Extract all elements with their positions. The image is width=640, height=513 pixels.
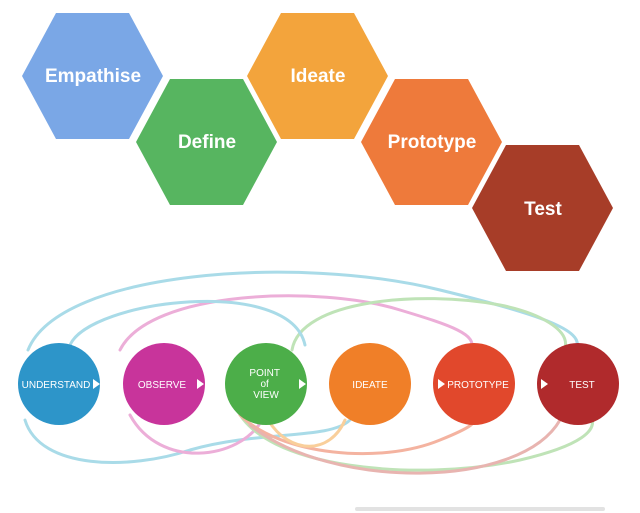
circle-point-of-view-label: POINT of VIEW [249,368,282,401]
circle-understand-label: UNDERSTAND [22,380,91,391]
hexagon-define-label: Define [178,132,236,153]
hexagon-ideate-shape [247,13,388,139]
loop-observe-prototype [118,294,474,352]
circle-process: UNDERSTAND OBSERVE POINT of VIEW IDEATE … [18,343,619,425]
hexagon-ideate-label: Ideate [291,66,346,87]
circle-point-of-view-line-1: POINT [249,368,279,379]
arrow-right-icon [93,379,100,389]
loop-test-pov [248,418,562,475]
circle-observe-shape [123,343,205,425]
hexagon-define-shape [136,79,277,205]
loop-understand-test [26,270,579,352]
circle-observe-label: OBSERVE [138,380,186,391]
caption-blur-strip [355,507,605,511]
hexagon-test-shape [472,145,613,271]
hexagon-ideate: Ideate [247,13,388,139]
loop-understand-ideate [23,418,352,464]
hexagon-prototype-label: Prototype [388,132,477,153]
circle-point-of-view-shape [225,343,307,425]
circle-understand-shape [18,343,100,425]
circle-test: TEST [537,343,619,425]
hexagon-empathise: Empathise [22,13,163,139]
arrow-right-icon [197,379,204,389]
loop-observe-pov [128,413,264,455]
hexagon-define: Define [136,79,277,205]
loop-ideate-test [290,297,567,352]
circle-ideate-label: IDEATE [352,380,388,391]
loop-ideate-pov [266,418,347,448]
hexagon-test-label: Test [524,199,562,220]
arrow-right-icon [541,379,548,389]
caption-blur [355,507,605,511]
circle-prototype-shape [433,343,515,425]
circle-test-shape [537,343,619,425]
circle-ideate: IDEATE [329,343,411,425]
circle-understand: UNDERSTAND [18,343,100,425]
circle-test-label: TEST [569,380,595,391]
arrow-right-icon [438,379,445,389]
loop-understand-observe-top [68,299,307,347]
circle-ideate-shape [329,343,411,425]
circle-point-of-view: POINT of VIEW [225,343,307,425]
circle-prototype: PROTOTYPE [433,343,515,425]
circle-prototype-label: PROTOTYPE [447,380,509,391]
hexagon-prototype: Prototype [361,79,502,205]
hexagon-test: Test [472,145,613,271]
circle-observe: OBSERVE [123,343,205,425]
circle-point-of-view-line-2: of [260,379,269,390]
arrow-right-icon [299,379,306,389]
circle-point-of-view-line-3: VIEW [253,390,279,401]
hexagon-prototype-shape [361,79,502,205]
hexagon-process: Empathise Define Ideate Prototype Test [22,13,613,271]
hexagon-empathise-shape [22,13,163,139]
iteration-loops [23,270,594,475]
hexagon-empathise-label: Empathise [45,66,141,87]
